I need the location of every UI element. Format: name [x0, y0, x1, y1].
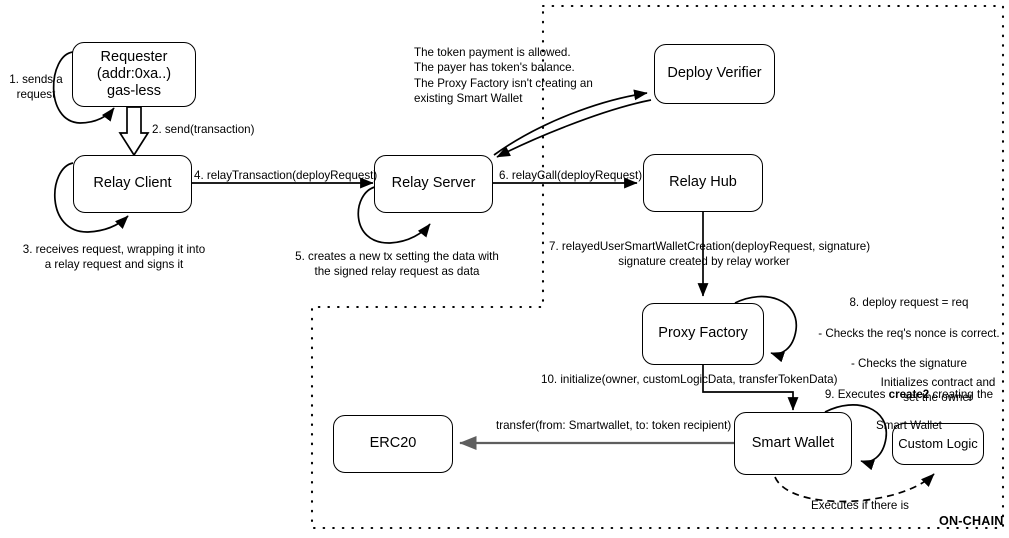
- label-step-4: 4. relayTransaction(deployRequest): [194, 169, 378, 182]
- node-erc20[interactable]: ERC20: [333, 415, 453, 473]
- label-step-5: 5. creates a new tx setting the data wit…: [295, 250, 499, 279]
- label-step-9-line2: Smart Wallet: [875, 418, 942, 432]
- label-step-2: 2. send(transaction): [152, 123, 255, 136]
- node-relay-client[interactable]: Relay Client: [73, 155, 192, 213]
- erc20-title: ERC20: [369, 435, 417, 452]
- node-relay-hub[interactable]: Relay Hub: [643, 154, 763, 212]
- relay-hub-title: Relay Hub: [669, 174, 737, 191]
- label-deploy-verifier-note: The token payment is allowed.The payer h…: [414, 46, 593, 105]
- node-proxy-factory[interactable]: Proxy Factory: [642, 303, 764, 365]
- node-deploy-verifier[interactable]: Deploy Verifier: [654, 44, 775, 104]
- arrow-executes-custom-logic: [774, 473, 935, 503]
- requester-address: (addr:0xa..): [96, 65, 172, 82]
- node-relay-server[interactable]: Relay Server: [374, 155, 493, 213]
- smart-wallet-title: Smart Wallet: [751, 434, 835, 451]
- label-transfer: transfer(from: Smartwallet, to: token re…: [496, 419, 732, 432]
- label-step-8-9: 8. deploy request = req - Checks the req…: [790, 280, 1009, 448]
- arrow-initialize: [702, 365, 799, 411]
- node-requester[interactable]: Requester (addr:0xa..) gas-less: [72, 42, 196, 107]
- arrow-smart-wallet-self: [824, 404, 888, 471]
- arrow-relay-client-self: [54, 162, 129, 233]
- label-step-8-line3: - Checks the signature: [850, 357, 967, 371]
- label-step-7: 7. relayedUserSmartWalletCreation(deploy…: [549, 240, 871, 269]
- arrow-requester-self: [52, 51, 115, 124]
- label-step-9-pre: 9. Executes: [824, 388, 889, 402]
- label-step-9-create2: create2: [888, 388, 930, 402]
- on-chain-boundary: [310, 4, 1005, 530]
- relay-server-title: Relay Server: [391, 175, 476, 192]
- label-on-chain: ON-CHAIN: [939, 514, 1004, 528]
- arrow-relay-server-self: [357, 186, 431, 244]
- arrow-verifier-to-server: [496, 99, 652, 158]
- label-step-8-line1: 8. deploy request = req: [849, 296, 969, 310]
- label-step-8-line2: - Checks the req's nonce is correct.: [818, 326, 1000, 340]
- label-step-9-post: creating the: [929, 388, 994, 402]
- label-step-6: 6. relayCall(deployRequest): [499, 169, 643, 182]
- node-smart-wallet[interactable]: Smart Wallet: [734, 412, 852, 475]
- arrow-server-to-verifier: [493, 89, 648, 156]
- label-step-10: 10. initialize(owner, customLogicData, t…: [541, 373, 838, 386]
- node-custom-logic[interactable]: Custom Logic: [892, 423, 984, 465]
- requester-gasless: gas-less: [107, 83, 161, 100]
- relay-client-title: Relay Client: [93, 175, 172, 192]
- custom-logic-title: Custom Logic: [898, 436, 978, 452]
- arrow-send-transaction: [118, 106, 150, 157]
- arrow-proxy-factory-self: [734, 295, 798, 363]
- label-executes-note: Executes if there is: [811, 499, 909, 512]
- deploy-verifier-title: Deploy Verifier: [667, 65, 762, 82]
- requester-title: Requester: [100, 48, 168, 65]
- proxy-factory-title: Proxy Factory: [658, 325, 748, 342]
